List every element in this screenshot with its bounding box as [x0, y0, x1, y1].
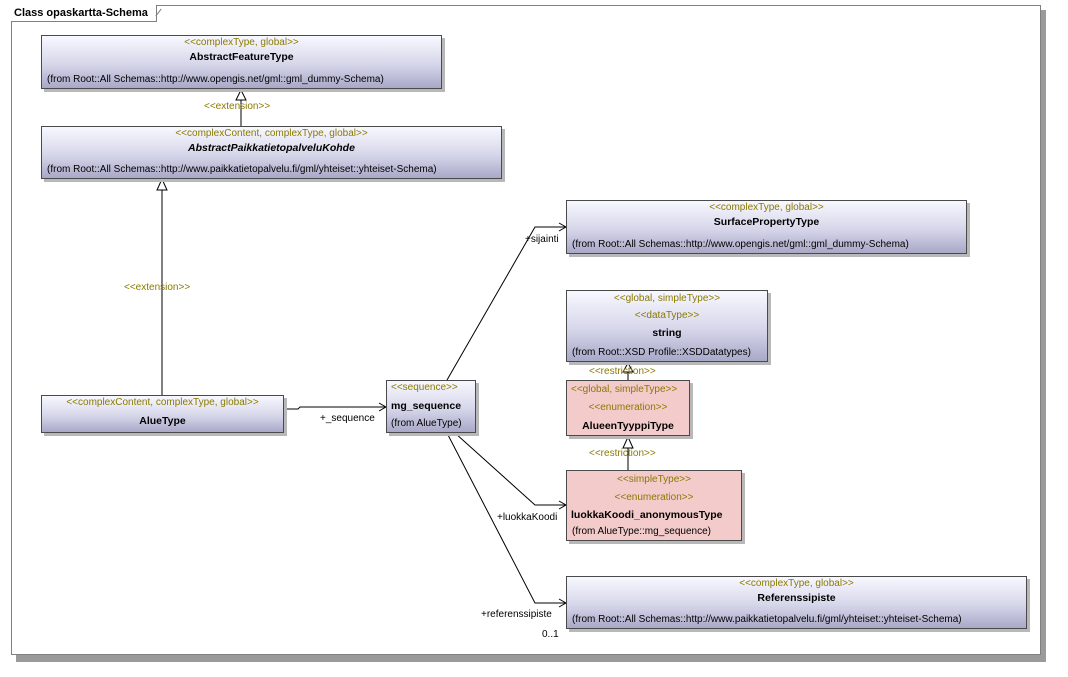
- class-origin: (from Root::All Schemas::http://www.paik…: [572, 614, 962, 625]
- class-origin: (from Root::All Schemas::http://www.open…: [47, 74, 384, 85]
- class-name: AlueType: [139, 415, 186, 427]
- class-origin: (from Root::All Schemas::http://www.open…: [572, 239, 909, 250]
- class-origin: (from Root::XSD Profile::XSDDatatypes): [572, 347, 751, 358]
- luokka-koodi-link: [454, 432, 566, 506]
- diagram-frame: [11, 5, 1041, 655]
- class-name: luokkaKoodi_anonymousType: [571, 509, 723, 521]
- role-label-sijainti: +sijainti: [525, 234, 559, 245]
- stereotype-label: <<complexType, global>>: [709, 202, 824, 213]
- extension-label-top: <<extension>>: [204, 101, 271, 112]
- class-alueen-tyyppi-type[interactable]: <<global, simpleType>> <<enumeration>> A…: [566, 380, 690, 436]
- class-referenssipiste[interactable]: <<complexType, global>> Referenssipiste …: [566, 576, 1027, 629]
- class-luokka-koodi-anonymous-type[interactable]: <<simpleType>> <<enumeration>> luokkaKoo…: [566, 470, 742, 541]
- stereotype-label: <<simpleType>>: [617, 474, 691, 485]
- frame-title: Class opaskartta-Schema: [11, 5, 157, 22]
- restriction-arrowhead-bottom: [622, 435, 634, 449]
- class-name: AbstractPaikkatietopalveluKohde: [188, 142, 355, 154]
- multiplicity-label-referenssipiste: 0..1: [542, 629, 559, 640]
- class-origin: (from AlueType): [391, 418, 462, 429]
- stereotype-label: <<complexType, global>>: [739, 578, 854, 589]
- restriction-label-top: <<restriction>>: [589, 366, 656, 377]
- stereotype-label: <<complexType, global>>: [184, 37, 299, 48]
- role-label-referenssipiste: +referenssipiste: [481, 609, 552, 620]
- extension-arrowhead-top: [235, 88, 247, 101]
- stereotype-label: <<global, simpleType>>: [613, 293, 721, 304]
- class-name: SurfacePropertyType: [713, 216, 820, 228]
- extension-arrowhead-mid: [156, 177, 168, 191]
- class-alue-type[interactable]: <<complexContent, complexType, global>> …: [41, 395, 284, 433]
- sijainti-link: [446, 226, 566, 381]
- class-name: Referenssipiste: [757, 592, 836, 604]
- class-origin: (from Root::All Schemas::http://www.paik…: [47, 164, 437, 175]
- stereotype-label: <<complexContent, complexType, global>>: [175, 128, 368, 139]
- class-origin: (from AlueType::mg_sequence): [572, 526, 711, 537]
- stereotype-label: <<complexContent, complexType, global>>: [66, 397, 259, 408]
- class-abstract-feature-type[interactable]: <<complexType, global>> AbstractFeatureT…: [41, 35, 442, 89]
- class-name: AbstractFeatureType: [189, 51, 294, 63]
- class-name: AlueenTyyppiType: [582, 420, 674, 432]
- class-abstract-paikkatietopalvelu-kohde[interactable]: <<complexContent, complexType, global>> …: [41, 126, 502, 179]
- class-string[interactable]: <<global, simpleType>> <<dataType>> stri…: [566, 290, 768, 362]
- class-mg-sequence[interactable]: <<sequence>> mg_sequence (from AlueType): [386, 380, 476, 433]
- class-surface-property-type[interactable]: <<complexType, global>> SurfacePropertyT…: [566, 200, 967, 254]
- stereotype-label-secondary: <<dataType>>: [634, 310, 700, 321]
- role-label-sequence: +_sequence: [320, 413, 375, 424]
- stereotype-label-secondary: <<enumeration>>: [614, 492, 694, 503]
- extension-label-mid: <<extension>>: [124, 282, 191, 293]
- class-name: string: [652, 327, 682, 339]
- stereotype-label: <<global, simpleType>>: [571, 384, 678, 395]
- sequence-link: [284, 406, 386, 410]
- role-label-luokka-koodi: +luokkaKoodi: [497, 512, 558, 523]
- stereotype-label-secondary: <<enumeration>>: [588, 402, 668, 413]
- class-name: mg_sequence: [391, 400, 462, 412]
- referenssipiste-link: [446, 432, 566, 604]
- stereotype-label: <<sequence>>: [391, 382, 458, 393]
- restriction-label-bottom: <<restriction>>: [589, 448, 656, 459]
- restriction-arrowhead-top: [622, 361, 634, 373]
